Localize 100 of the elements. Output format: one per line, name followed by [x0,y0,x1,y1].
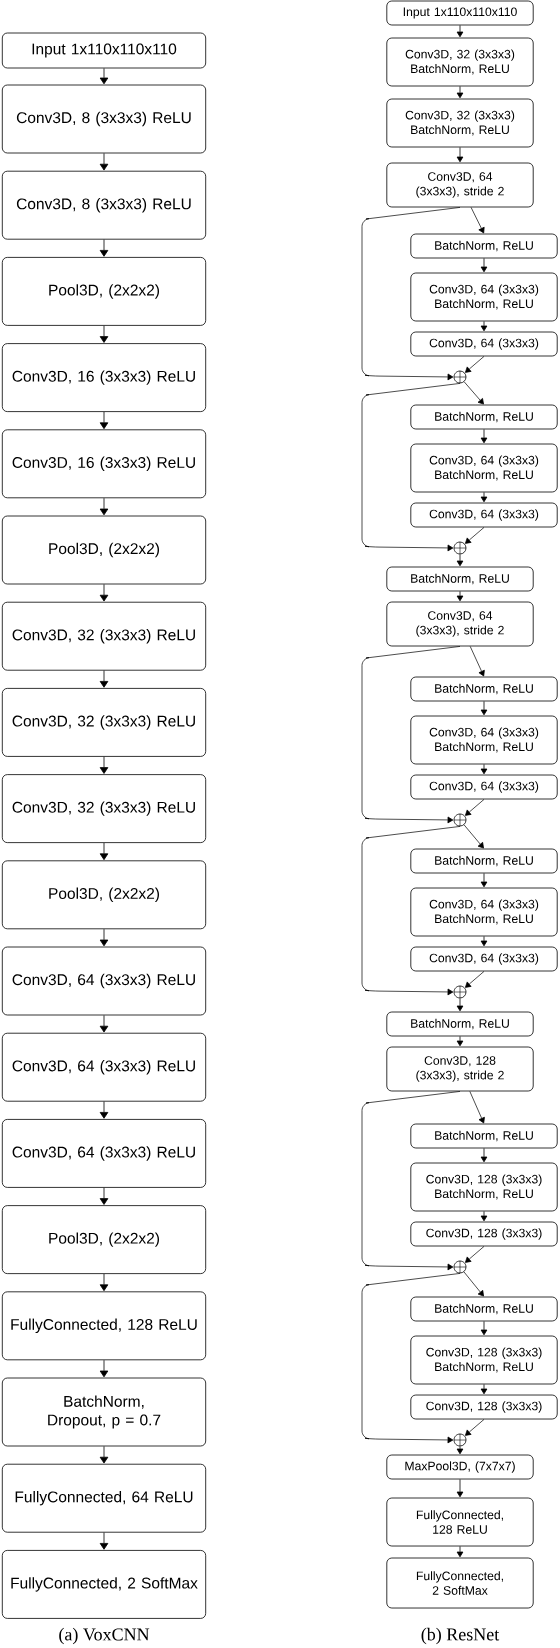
arrow [99,1273,109,1292]
arrow [99,842,109,861]
layer-box: Conv3D, 64 (3x3x3), stride 2 [386,162,534,208]
arrow [361,646,461,824]
arrow [480,321,488,332]
arrow [361,1091,461,1271]
layer-box: Conv3D, 128 (3x3x3) [410,1394,558,1420]
layer-box: BatchNorm, ReLU [410,404,558,430]
layer-box: FullyConnected, 64 ReLU [1,1463,207,1533]
caption: (b) ResNet [421,1627,500,1645]
arrow [463,824,484,849]
arrow [456,591,464,602]
arrow [361,826,461,996]
layer-box: Conv3D, 64 (3x3x3) ReLU [1,1119,207,1188]
layer-box: Conv3D, 64 (3x3x3) [410,331,558,357]
layer-box: FullyConnected, 2 SoftMax [386,1557,534,1609]
arrow [465,1419,485,1436]
layer-box: MaxPool3D, (7x7x7) [386,1454,534,1480]
layer-box: Conv3D, 64 (3x3x3) [410,946,558,972]
layer-box: Conv3D, 128 (3x3x3) [410,1221,558,1247]
arrow [469,1091,485,1124]
layer-box: Conv3D, 16 (3x3x3) ReLU [1,429,207,499]
arrow [99,584,109,602]
arrow [480,492,488,503]
layer-box: BatchNorm, ReLU [386,566,534,592]
layer-box: Conv3D, 32 (3x3x3) ReLU [1,601,207,671]
layer-box: Conv3D, 64 (3x3x3) [410,774,558,800]
layer-box: Conv3D, 128 (3x3x3), stride 2 [386,1046,534,1092]
sum-symbol [453,813,467,827]
arrow [99,1359,109,1378]
layer-box: BatchNorm, ReLU [410,1123,558,1149]
layer-box: BatchNorm, Dropout, p = 0.7 [1,1377,207,1447]
layer-box: BatchNorm, ReLU [410,848,558,874]
layer-box: Pool3D, (2x2x2) [1,1205,207,1274]
arrow [480,258,488,273]
arrow [465,1246,485,1263]
arrow [99,325,109,343]
sum-symbol [453,370,467,384]
layer-box: Conv3D, 8 (3x3x3) ReLU [1,84,207,154]
layer-box: Conv3D, 128 (3x3x3) BatchNorm, ReLU [410,1335,558,1385]
arrow [465,799,485,816]
arrow [361,207,461,381]
arrow [99,1187,109,1205]
layer-box: Conv3D, 128 (3x3x3) BatchNorm, ReLU [410,1162,558,1212]
arrow [470,207,485,234]
layer-box: Conv3D, 64 (3x3x3) BatchNorm, ReLU [410,443,558,493]
arrow [99,1101,109,1119]
layer-box: Conv3D, 64 (3x3x3) ReLU [1,1032,207,1102]
layer-box: Conv3D, 32 (3x3x3) ReLU [1,688,207,757]
layer-box: Conv3D, 32 (3x3x3) BatchNorm, ReLU [386,37,534,87]
arrow [99,153,109,171]
sum-symbol [453,1433,467,1447]
arrow [456,1479,464,1498]
layer-box: Conv3D, 64 (3x3x3) BatchNorm, ReLU [410,272,558,322]
layer-box: Pool3D, (2x2x2) [1,257,207,326]
arrow [480,1321,488,1336]
layer-box: Conv3D, 64 (3x3x3) BatchNorm, ReLU [410,887,558,937]
arrow [99,670,109,688]
arrow [99,411,109,430]
layer-box: BatchNorm, ReLU [410,676,558,702]
arrow [465,971,485,988]
arrow [361,1273,461,1444]
arrow [99,1015,109,1033]
arrow [456,998,464,1012]
layer-box: Conv3D, 8 (3x3x3) ReLU [1,170,207,240]
arrow [480,1211,488,1222]
layer-box: FullyConnected, 128 ReLU [386,1497,534,1547]
arrow [469,646,485,677]
arrow [99,1446,109,1464]
arrow [463,381,484,405]
layer-box: Input 1x110x110x110 [386,0,534,26]
layer-box: Conv3D, 64 (3x3x3) [410,502,558,528]
arrow [99,497,109,516]
arrow [99,1532,109,1550]
arrow [99,756,109,774]
arrow [463,1271,484,1297]
arrow [480,873,488,888]
sum-symbol [453,541,467,555]
arrow [465,527,485,544]
arrow [361,383,461,552]
arrow [480,764,488,775]
sum-symbol [453,985,467,999]
sum-symbol [453,1260,467,1274]
arrow [456,25,464,38]
layer-box: FullyConnected, 128 ReLU [1,1291,207,1361]
layer-box: Pool3D, (2x2x2) [1,860,207,930]
layer-box: Input 1x110x110x110 [1,32,207,69]
layer-box: FullyConnected, 2 SoftMax [1,1550,207,1619]
arrow [456,147,464,163]
layer-box: BatchNorm, ReLU [386,1011,534,1037]
layer-box: Pool3D, (2x2x2) [1,515,207,585]
layer-box: Conv3D, 16 (3x3x3) ReLU [1,343,207,412]
arrow [99,928,109,947]
arrow [480,1148,488,1163]
arrow [480,429,488,444]
arrow [465,356,485,373]
arrow [99,68,109,85]
arrow [480,1384,488,1395]
arrow [99,239,109,257]
arrow [456,1036,464,1047]
